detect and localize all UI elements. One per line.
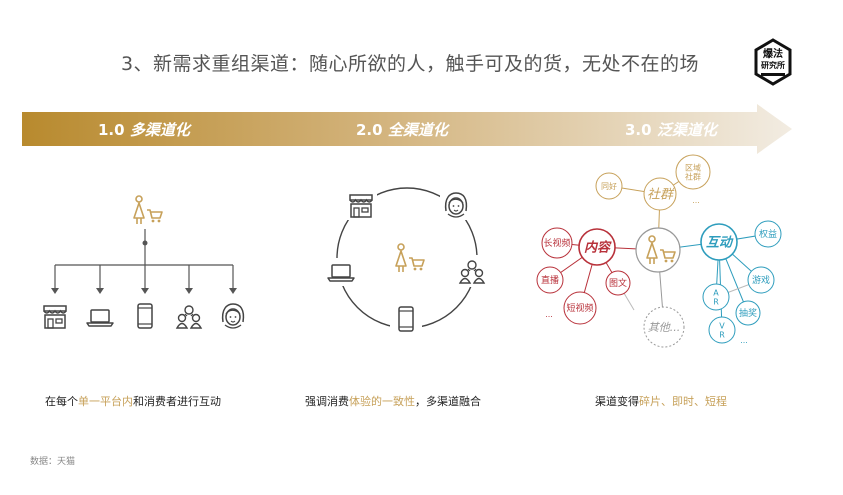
interact-item-3-label: R	[713, 297, 719, 306]
content-item-1-circle	[605, 270, 631, 296]
interact-item-0-label: 权益	[759, 228, 777, 240]
caption-2-highlight: 体验的一致性	[349, 395, 415, 408]
content-item-0-label: 长视频	[543, 237, 570, 249]
caption-2-post: ，多渠道融合	[415, 395, 481, 408]
stage-1-label: 1.0 多渠道化	[98, 119, 190, 140]
caption-1-post: 和消费者进行互动	[133, 395, 221, 408]
logo-hexagon	[754, 38, 792, 86]
community-item-1-label: 社群	[685, 171, 701, 181]
progress-arrow	[22, 104, 792, 154]
interact-item-5: ...	[740, 336, 748, 345]
brand-logo: 爆法 研究所	[753, 38, 793, 86]
caption-stage-3: 渠道变得碎片、即时、短程	[595, 393, 727, 409]
hub-3-label: 其他...	[648, 321, 681, 334]
hub-2-label: 互动	[706, 236, 734, 251]
stage-2-circle	[324, 187, 489, 336]
stage-1-num: 1.0	[98, 121, 125, 139]
interact-item-2-label: 抽奖	[739, 307, 757, 319]
interact-item-0-circle	[754, 220, 782, 248]
interact-item-1-label: 游戏	[752, 274, 770, 286]
content-item-3-label: 短视频	[566, 302, 593, 314]
stage-1-tree	[43, 195, 245, 329]
interact-item-4-label: R	[719, 330, 725, 339]
content-item-3-circle	[563, 291, 597, 325]
caption-stage-2: 强调消费体验的一致性，多渠道融合	[305, 393, 481, 409]
interact-item-2-circle	[735, 300, 761, 326]
content-item-1-label: 图文	[609, 277, 627, 289]
community-item-0-label: 同好	[601, 181, 617, 191]
community-item-0-circle	[595, 172, 623, 200]
stage-3-num: 3.0	[625, 121, 652, 139]
caption-3-highlight: 碎片、即时、短程	[639, 395, 727, 408]
face-icon	[221, 303, 245, 329]
group-icon	[176, 305, 202, 329]
caption-1-highlight: 单一平台内	[78, 395, 133, 408]
content-item-2-label: 直播	[541, 274, 559, 286]
community-item-1-circle	[675, 154, 711, 190]
interact-item-3-label: A	[713, 288, 719, 297]
interact-item-1-circle	[747, 266, 775, 294]
hub-1-label: 内容	[584, 240, 612, 256]
phone-icon	[137, 303, 153, 329]
hub-3-circle	[643, 306, 685, 348]
caption-2-pre: 强调消费	[305, 395, 349, 408]
caption-3-pre: 渠道变得	[595, 395, 639, 408]
stage-3-network: 社群内容互动其他...同好区域社群...长视频图文直播短视频...权益游戏抽奖A…	[536, 154, 782, 348]
stage-2-label: 2.0 全渠道化	[356, 119, 448, 140]
hub-0-label: 社群	[647, 188, 675, 203]
community-item-1-label: 区域	[685, 162, 701, 172]
stage-1-text: 多渠道化	[129, 121, 190, 139]
content-item-0-circle	[541, 227, 573, 259]
content-item-4: ...	[545, 310, 553, 319]
page-title: 3、新需求重组渠道：随心所欲的人，触手可及的货，无处不在的场	[120, 53, 700, 75]
interact-item-3-circle	[702, 283, 730, 311]
hub-2-circle	[700, 223, 738, 261]
community-item-2: ...	[692, 196, 700, 205]
laptop-icon	[86, 309, 114, 327]
content-item-2-circle	[536, 266, 564, 294]
person-cart-icon	[133, 195, 163, 225]
caption-1-pre: 在每个	[45, 395, 78, 408]
stage-2-text: 全渠道化	[387, 121, 448, 139]
stage-2-num: 2.0	[356, 121, 383, 139]
interact-item-4-circle	[708, 316, 736, 344]
interact-item-4-label: V	[719, 321, 725, 330]
logo-line2: 研究所	[761, 61, 785, 70]
stage-3-label: 3.0 泛渠道化	[625, 119, 717, 140]
stage-3-text: 泛渠道化	[656, 121, 717, 139]
hub-1-circle	[578, 228, 616, 266]
data-source: 数据：天猫	[30, 457, 76, 467]
logo-line1: 爆法	[763, 49, 783, 60]
hub-0-circle	[643, 177, 677, 211]
person-cart-icon	[395, 243, 425, 273]
center-circle	[635, 227, 681, 273]
caption-stage-1: 在每个单一平台内和消费者进行互动	[45, 393, 221, 409]
store-icon	[43, 305, 67, 329]
